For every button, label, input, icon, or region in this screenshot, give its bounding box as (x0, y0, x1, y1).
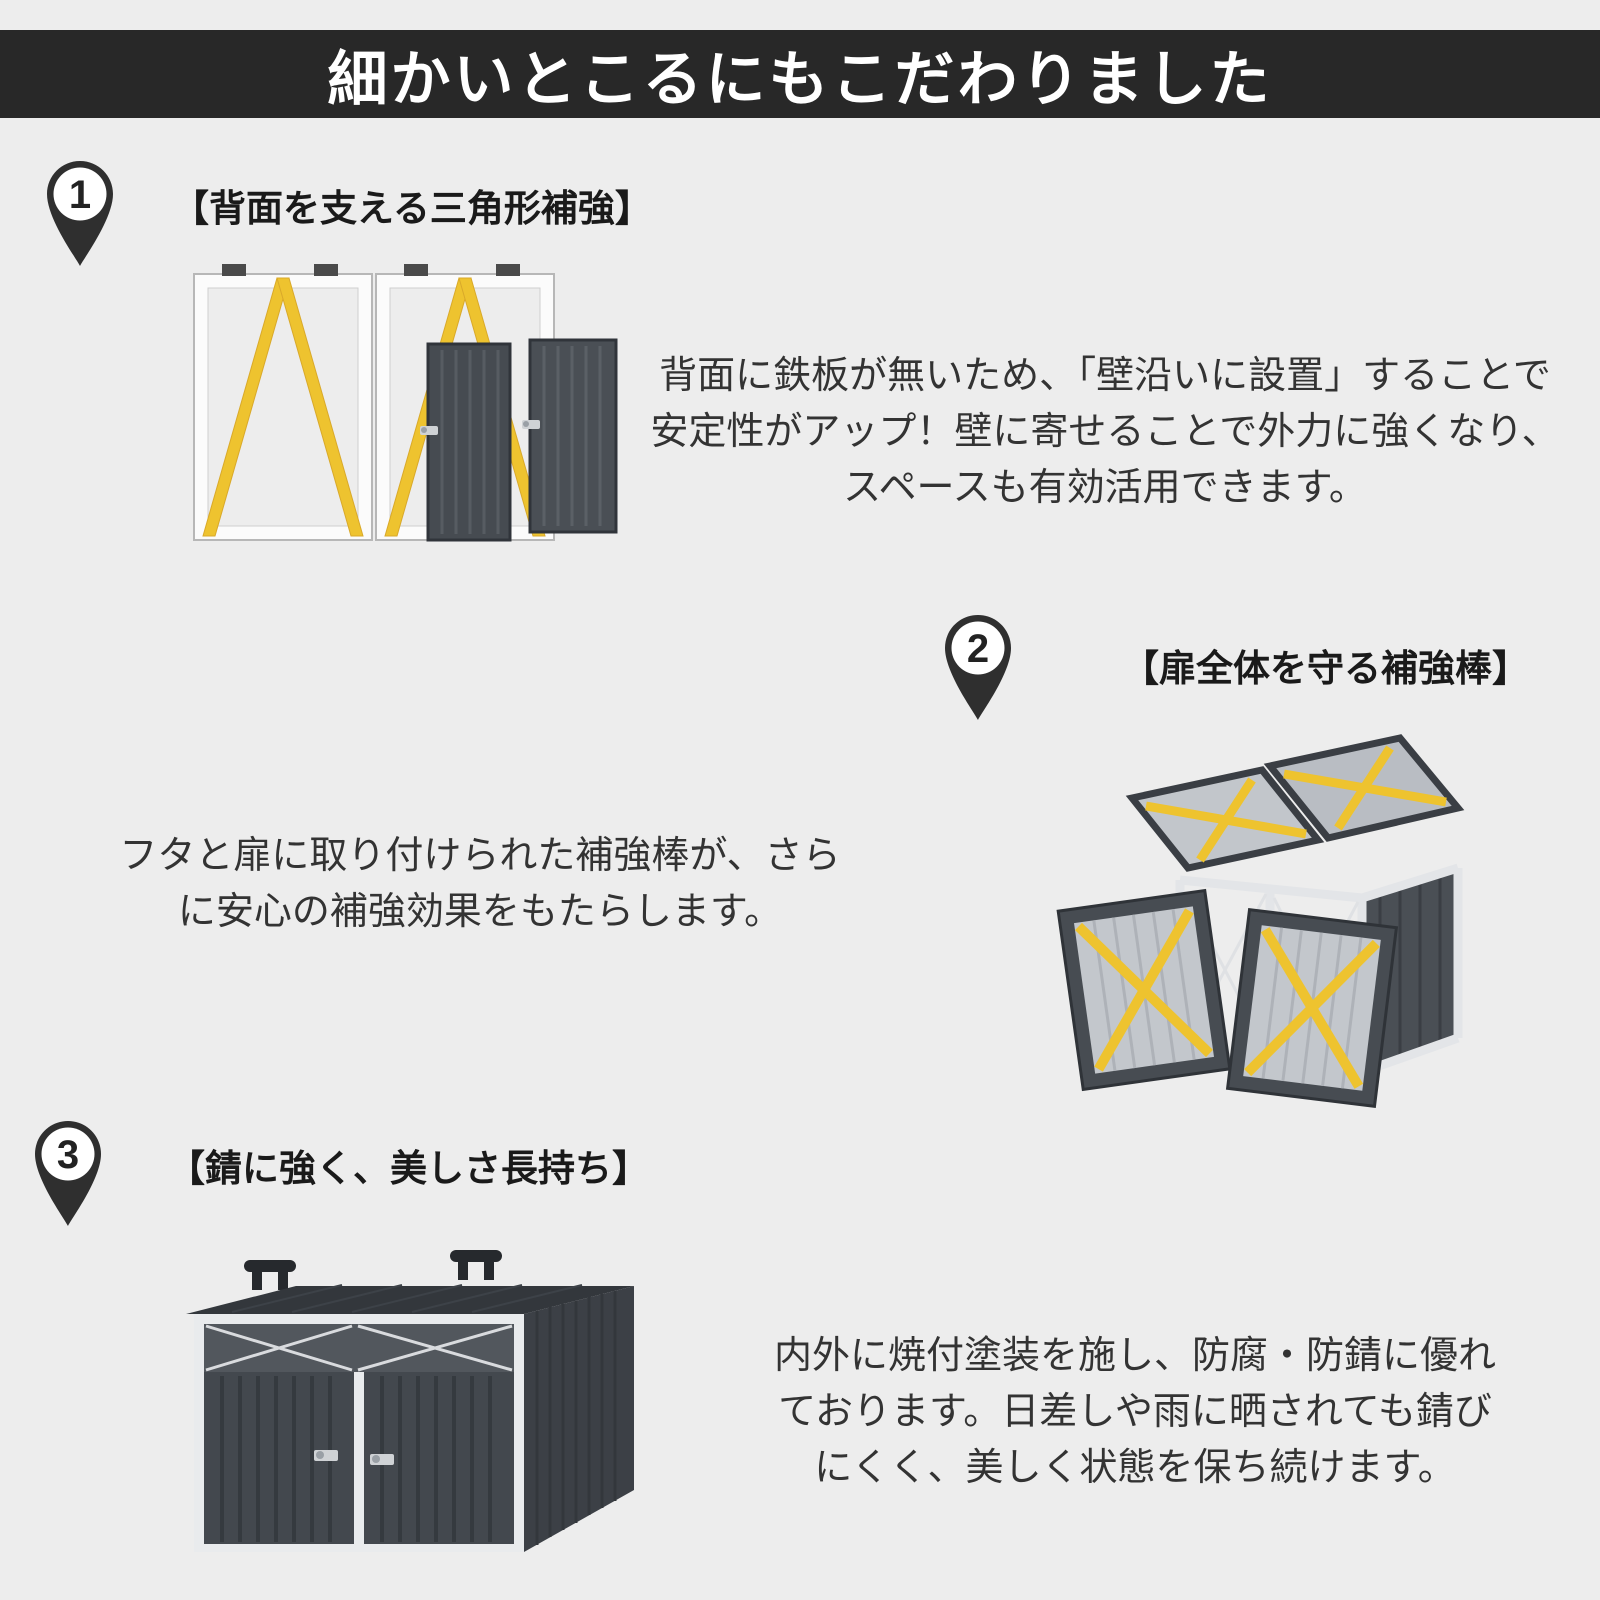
roof-handle (450, 1250, 502, 1280)
illustration-lid-door-reinforcement-bars (1056, 734, 1465, 1109)
front-door-right (364, 1372, 514, 1544)
feature-1-pin-badge-icon: 1 (47, 161, 113, 266)
door-latch (370, 1454, 394, 1465)
feature-1-heading: 【背面を支える三角形補強】 (172, 188, 652, 229)
open-lid-left (1125, 766, 1325, 872)
feature-3-description: 内外に焼付塗装を施し、防腐・防錆に優れ ております。日差しや雨に晒されても錆び … (773, 1335, 1496, 1490)
feature-3-heading: 【錆に強く、美しさ長持ち】 (168, 1148, 649, 1189)
door-panel-center (420, 342, 512, 542)
feature-3-number: 3 (57, 1133, 79, 1177)
door-latch (420, 426, 438, 435)
banner-title: 細かいとこるにもこだわりました (327, 45, 1273, 113)
feature-2-heading: 【扉全体を守る補強棒】 (1122, 648, 1529, 689)
front-door-left (204, 1372, 354, 1544)
feature-1-number: 1 (69, 173, 91, 217)
feature-2-description: フタと扉に取り付けられた補強棒が、さら に安心の補強効果をもたらします。 (119, 835, 841, 934)
door-latch (314, 1450, 338, 1461)
open-lid-right (1263, 734, 1465, 842)
shed-front (194, 1314, 524, 1552)
door-panel-right (522, 338, 618, 534)
feature-3-pin-badge-icon: 3 (35, 1121, 101, 1226)
feature-2-number: 2 (967, 627, 989, 671)
shed-side-wall (524, 1286, 634, 1552)
illustration-rear-triangle-reinforcement (193, 264, 618, 542)
door-latch (522, 420, 540, 429)
shed-roof (186, 1286, 634, 1314)
rear-frame-left (193, 264, 373, 541)
feature-1-description: 背面に鉄板が無いため、「壁沿いに設置」することで 安定性がアップ！壁に寄せること… (650, 355, 1560, 510)
header-banner: 細かいとこるにもこだわりました (0, 30, 1600, 118)
illustration-assembled-shed (186, 1250, 634, 1552)
detached-door-right (1225, 907, 1399, 1109)
detached-door-left (1056, 888, 1232, 1092)
door-divider-post (354, 1372, 364, 1544)
roof-handle (244, 1260, 296, 1290)
feature-2-pin-badge-icon: 2 (945, 615, 1011, 720)
